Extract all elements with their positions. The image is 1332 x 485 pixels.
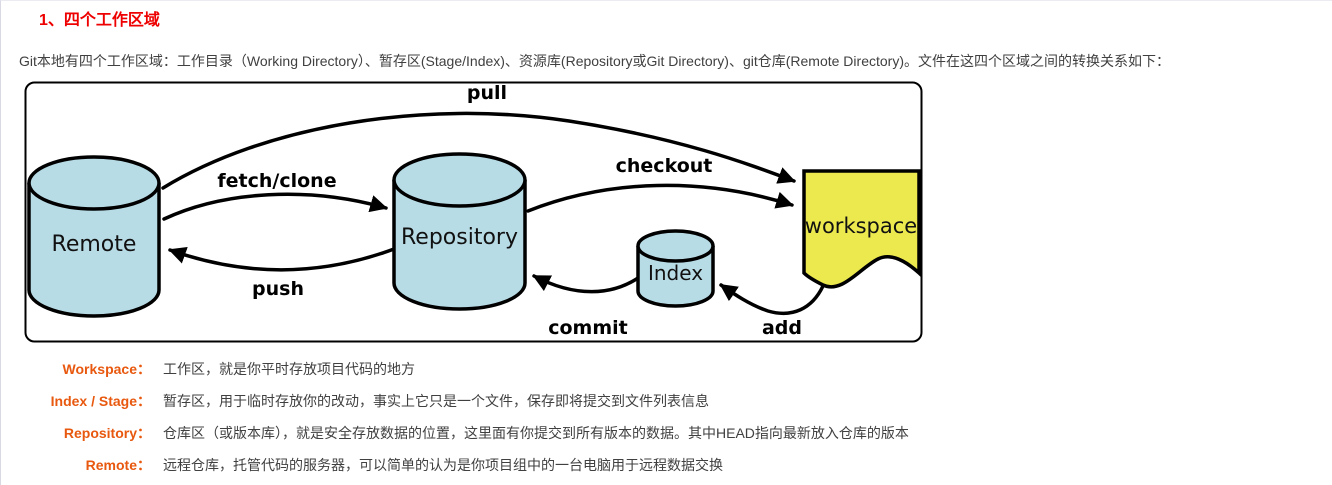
definition-desc: 工作区，就是你平时存放项目代码的地方 <box>163 361 415 377</box>
definition-desc: 仓库区（或版本库），就是安全存放数据的位置，这里面有你提交到所有版本的数据。其中… <box>163 425 909 441</box>
definition-term: Workspace： <box>62 361 151 377</box>
repository-label: Repository <box>401 225 518 250</box>
remote-label: Remote <box>52 232 137 257</box>
definition-row-index-stage: Index / Stage： 暂存区，用于临时存放你的改动，事实上它只是一个文件… <box>1 391 1332 411</box>
definition-term: Index / Stage： <box>50 393 151 409</box>
definition-term: Repository： <box>63 425 151 441</box>
definition-desc: 远程仓库，托管代码的服务器，可以简单的认为是你项目组中的一台电脑用于远程数据交换 <box>163 457 723 473</box>
node-remote: Remote <box>27 155 161 318</box>
edge-checkout-arrow <box>526 183 794 213</box>
section-heading: 1、四个工作区域 <box>39 12 160 29</box>
edge-label-fetch-clone: fetch/clone <box>217 170 336 192</box>
definition-row-remote: Remote： 远程仓库，托管代码的服务器，可以简单的认为是你项目组中的一台电脑… <box>1 455 1332 475</box>
edge-commit-arrow <box>532 274 640 294</box>
definition-row-repository: Repository： 仓库区（或版本库），就是安全存放数据的位置，这里面有你提… <box>1 423 1332 443</box>
index-label: Index <box>648 261 703 285</box>
intro-paragraph: Git本地有四个工作区域：工作目录（Working Directory）、暂存区… <box>19 53 1170 69</box>
workspace-label: workspace <box>805 214 917 238</box>
edge-add-arrow <box>719 283 825 316</box>
definition-desc: 暂存区，用于临时存放你的改动，事实上它只是一个文件，保存即将提交到文件列表信息 <box>163 393 709 409</box>
edge-label-pull: pull <box>467 82 507 104</box>
edge-fetch-clone-arrow <box>162 192 388 221</box>
git-flow-diagram: Remote Repository Index workspace pull <box>24 81 923 343</box>
node-index: Index <box>636 229 715 308</box>
node-repository: Repository <box>392 152 527 311</box>
repository-cylinder-body <box>392 180 527 311</box>
workspace-document-shape <box>802 169 921 289</box>
edge-label-add: add <box>762 317 802 339</box>
edge-label-commit: commit <box>548 317 628 339</box>
edge-push-arrow <box>168 247 396 272</box>
index-cylinder-top <box>636 229 715 263</box>
edge-label-checkout: checkout <box>616 155 713 177</box>
node-workspace: workspace <box>802 169 921 289</box>
edge-pull-arrow <box>161 111 796 190</box>
definition-term: Remote： <box>85 457 151 473</box>
remote-cylinder-top <box>27 155 161 211</box>
index-cylinder-body <box>636 246 715 308</box>
edge-label-push: push <box>252 278 304 300</box>
definitions-list: Workspace： 工作区，就是你平时存放项目代码的地方 Index / St… <box>1 359 1332 475</box>
repository-cylinder-top <box>392 152 527 208</box>
remote-cylinder-body <box>27 183 161 318</box>
article-section: 1、四个工作区域 Git本地有四个工作区域：工作目录（Working Direc… <box>1 11 1332 475</box>
definition-row-workspace: Workspace： 工作区，就是你平时存放项目代码的地方 <box>1 359 1332 379</box>
